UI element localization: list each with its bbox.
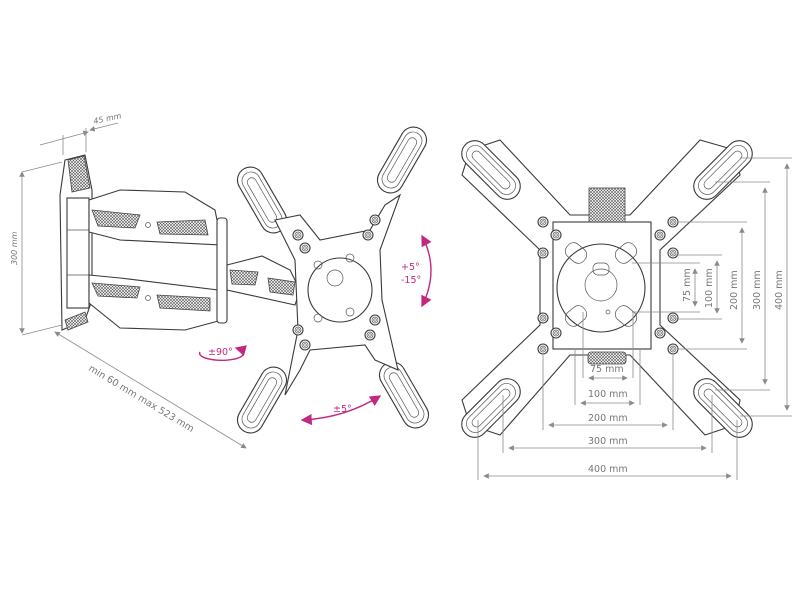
- swing-arm-upper: [88, 189, 223, 246]
- dim-depth: 45 mm: [39, 111, 123, 155]
- h-dim-300: 300 mm: [588, 436, 628, 447]
- swivel-label: ±90°: [208, 347, 233, 358]
- vesa-plate-front: [455, 134, 759, 444]
- v-dim-200: 200 mm: [729, 270, 740, 310]
- height-label: 300 mm: [10, 231, 19, 265]
- swing-arm-lower: [88, 274, 223, 331]
- dim-height: 300 mm: [10, 161, 63, 336]
- tilt-indicator: +5° -15°: [401, 234, 432, 308]
- swing-arm-front: [226, 255, 301, 306]
- horizontal-dimensions: 75 mm 100 mm 200 mm 300 mm 400 mm: [477, 312, 738, 480]
- v-dim-100: 100 mm: [704, 268, 715, 308]
- side-view: 45 mm 300 mm min 60 mm max 523 mm ±90° +…: [10, 111, 434, 449]
- front-view: 75 mm 100 mm 200 mm 300 mm 400 mm 75 mm …: [455, 134, 792, 480]
- rotation-indicator: ±5°: [300, 395, 382, 426]
- arm-hinge: [216, 217, 228, 324]
- h-dim-200: 200 mm: [588, 413, 628, 424]
- v-dim-300: 300 mm: [752, 270, 763, 310]
- rotation-label: ±5°: [333, 404, 352, 415]
- vesa-plate-side: [232, 121, 434, 439]
- v-dim-400: 400 mm: [774, 270, 785, 310]
- v-dim-75: 75 mm: [682, 268, 693, 302]
- h-dim-400: 400 mm: [588, 464, 628, 475]
- extension-label: min 60 mm max 523 mm: [86, 363, 195, 435]
- vertical-dimensions: 75 mm 100 mm 200 mm 300 mm 400 mm: [632, 157, 792, 417]
- swivel-indicator: ±90°: [198, 345, 247, 361]
- h-dim-75: 75 mm: [590, 364, 624, 375]
- wall-plate: [59, 154, 93, 331]
- depth-label: 45 mm: [93, 111, 123, 126]
- h-dim-100: 100 mm: [588, 389, 628, 400]
- tilt-down-label: -15°: [401, 275, 421, 286]
- tilt-up-label: +5°: [401, 262, 420, 273]
